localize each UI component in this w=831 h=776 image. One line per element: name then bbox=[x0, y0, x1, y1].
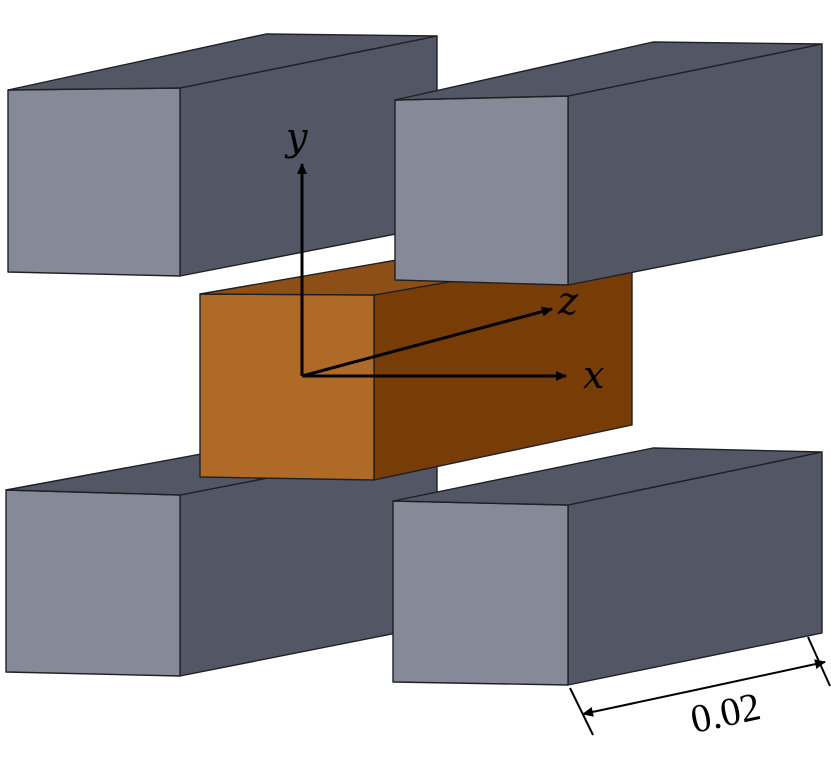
x-axis-label: x bbox=[583, 353, 604, 397]
dimension-extension-line-right bbox=[807, 636, 831, 687]
dimension-label: 0.02 bbox=[687, 683, 765, 742]
magnet-block-bottom-right bbox=[392, 447, 823, 686]
y-axis-label: y bbox=[284, 115, 308, 159]
z-axis-label: z bbox=[557, 279, 579, 323]
coordinate-axes: y x z bbox=[284, 115, 604, 397]
dimension-line-right-arrow bbox=[699, 659, 826, 690]
magnet-block-top-right bbox=[394, 41, 823, 286]
magnet-block-top-left bbox=[7, 33, 438, 277]
dimension-line-left-arrow bbox=[582, 688, 701, 717]
dimension-extension-line-left bbox=[569, 687, 594, 736]
z-axis-arrow bbox=[301, 306, 553, 378]
